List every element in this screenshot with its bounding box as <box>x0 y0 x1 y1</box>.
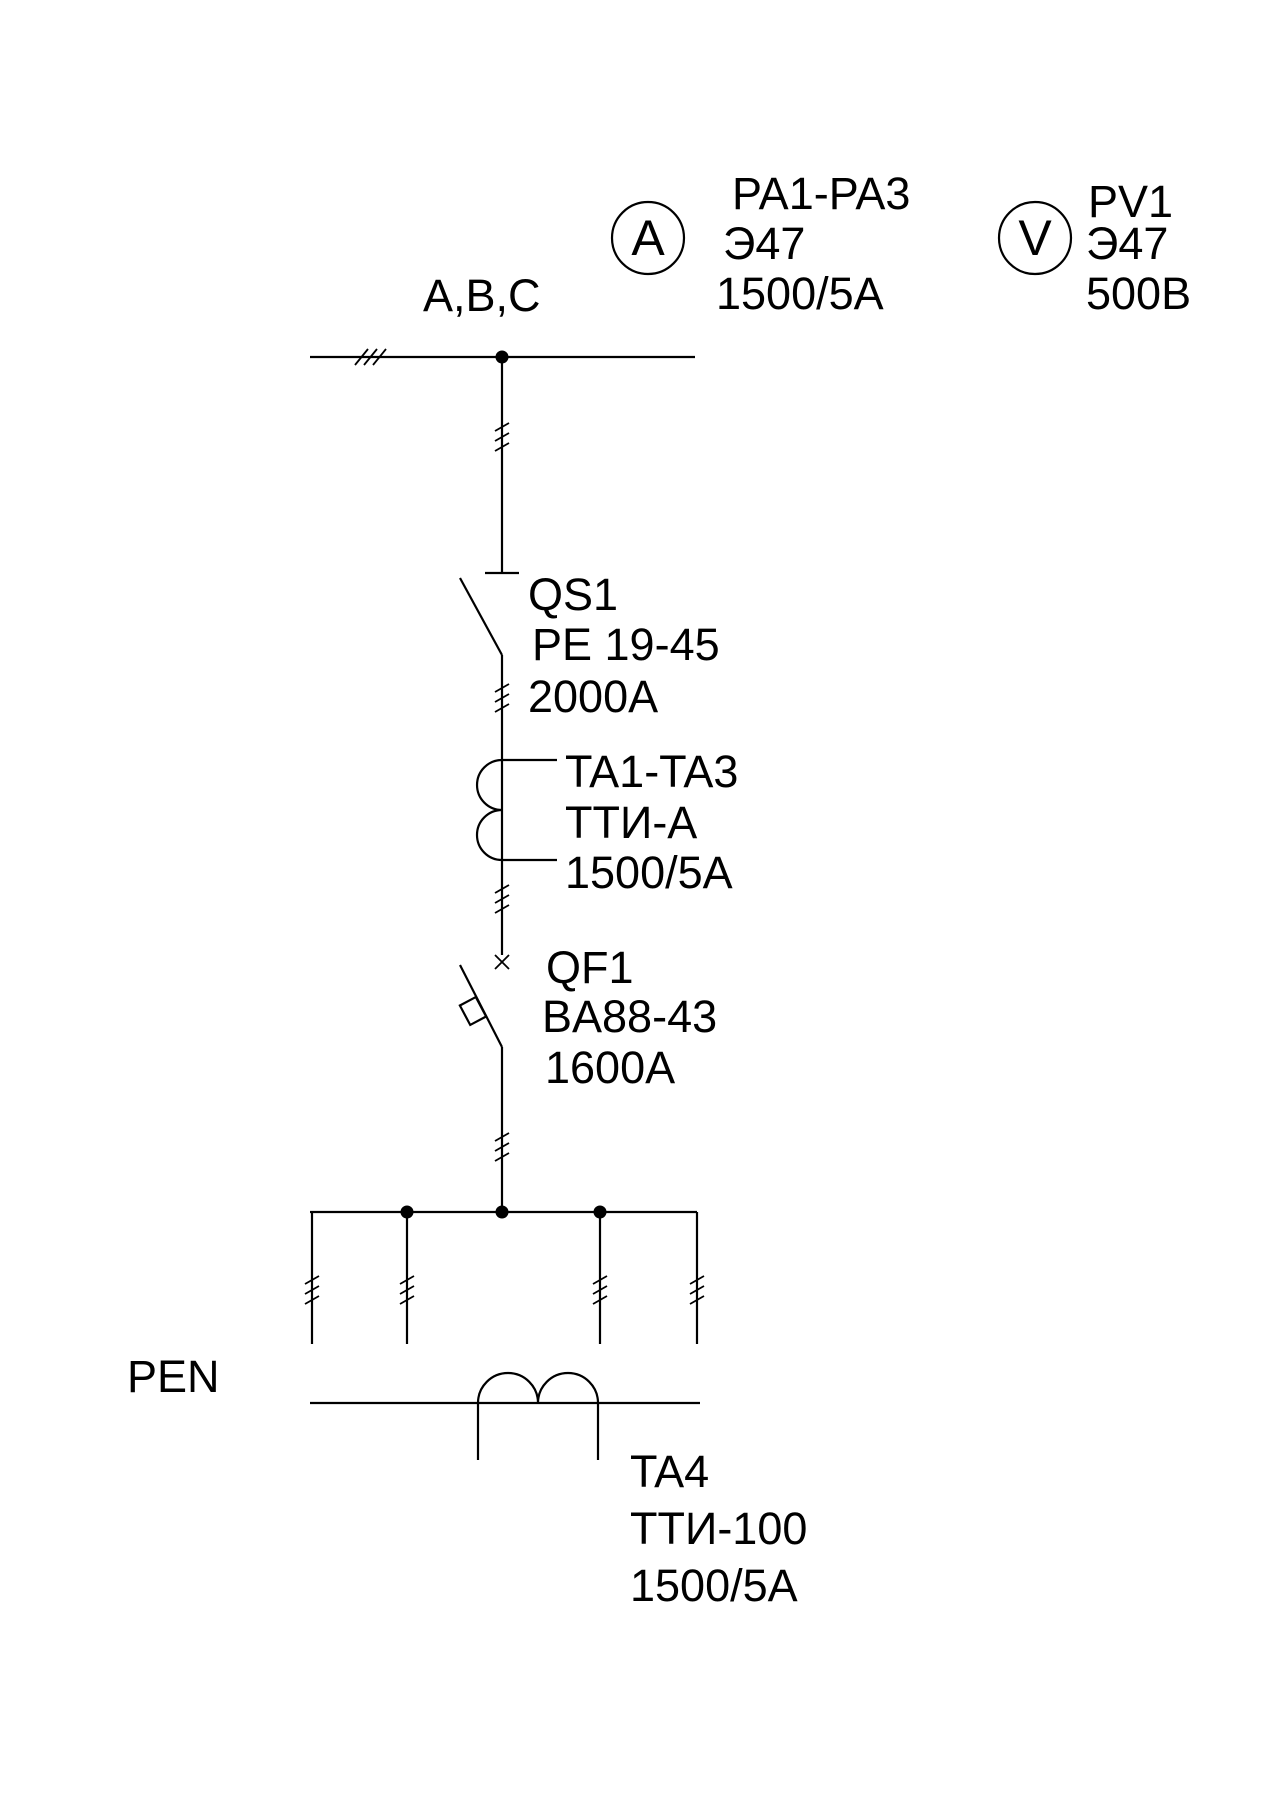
three-phase-marker-bus <box>354 348 387 366</box>
disconnector-rating: 2000A <box>528 671 658 722</box>
ct-designation: TA1-TA3 <box>565 746 738 797</box>
breaker-contact-cross <box>494 954 510 970</box>
distribution-bus <box>304 1205 705 1344</box>
three-phase-marker-1 <box>494 422 510 452</box>
outgoing-feeder-4 <box>689 1212 705 1344</box>
ct-type: ТТИ-А <box>565 797 697 848</box>
distribution-junction-dot-2 <box>495 1205 509 1219</box>
pen-transformer-type: ТТИ-100 <box>630 1503 807 1554</box>
voltmeter-type: Э47 <box>1086 218 1168 269</box>
outgoing-feeder-2 <box>399 1212 415 1344</box>
pen-label: PEN <box>127 1351 220 1402</box>
ammeter-symbol: A <box>610 200 686 276</box>
pen-transformer-designation: TA4 <box>630 1446 709 1497</box>
voltmeter-letter: V <box>1018 210 1052 266</box>
voltmeter-designation: PV1 <box>1088 176 1173 227</box>
ammeter-circle <box>610 200 686 276</box>
three-phase-marker-2 <box>494 683 510 713</box>
disconnector-designation: QS1 <box>528 569 618 620</box>
disconnector-blade <box>459 577 503 656</box>
outgoing-feeder-1 <box>304 1212 320 1344</box>
voltmeter-rating: 500B <box>1086 268 1191 319</box>
outgoing-feeder-3 <box>592 1212 608 1344</box>
ct-secondary-winding <box>475 758 557 862</box>
voltmeter-circle <box>997 200 1073 276</box>
disconnector-qs1 <box>459 577 510 955</box>
three-phase-marker-3 <box>494 884 510 914</box>
disconnector-type: PE 19-45 <box>532 619 720 670</box>
ammeter-rating: 1500/5A <box>716 268 884 319</box>
pen-transformer-winding <box>476 1371 600 1460</box>
breaker-release-element <box>458 995 488 1027</box>
pen-conductor <box>310 1371 700 1460</box>
ammeter-type: Э47 <box>723 218 805 269</box>
ammeter-designation: PA1-PA3 <box>732 168 910 219</box>
ammeter-letter: A <box>631 210 665 266</box>
breaker-type: BA88-43 <box>542 991 717 1042</box>
circuit-breaker-qf1 <box>458 964 510 1212</box>
bus-phases-label: A,B,C <box>423 270 541 321</box>
breaker-rating: 1600A <box>545 1042 675 1093</box>
ct-rating: 1500/5A <box>565 847 733 898</box>
feeder-wire-top <box>485 357 519 575</box>
breaker-designation: QF1 <box>546 942 634 993</box>
pen-transformer-rating: 1500/5A <box>630 1560 798 1611</box>
current-transformer-ta1-ta3 <box>475 758 557 970</box>
three-phase-marker-4 <box>494 1132 510 1162</box>
voltmeter-symbol: V <box>997 200 1073 276</box>
